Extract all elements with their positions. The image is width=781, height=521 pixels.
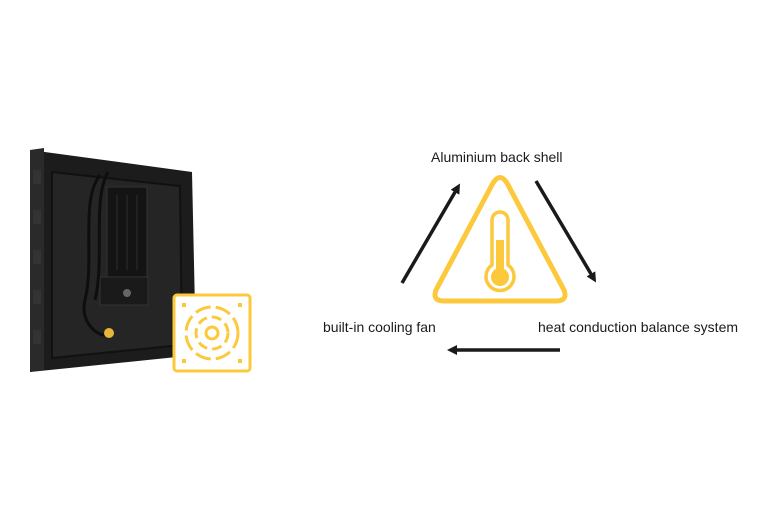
arrow-up-right-icon xyxy=(400,183,461,284)
label-cooling-fan: built-in cooling fan xyxy=(323,319,436,335)
arrow-down-right-icon xyxy=(534,180,597,283)
thermometer-icon xyxy=(484,210,516,293)
label-aluminium-back-shell: Aluminium back shell xyxy=(431,149,563,165)
led-cabinet-back-image xyxy=(30,148,196,372)
warning-triangle-icon xyxy=(432,175,568,304)
label-heat-conduction: heat conduction balance system xyxy=(538,319,739,335)
fan-icon xyxy=(172,293,252,373)
